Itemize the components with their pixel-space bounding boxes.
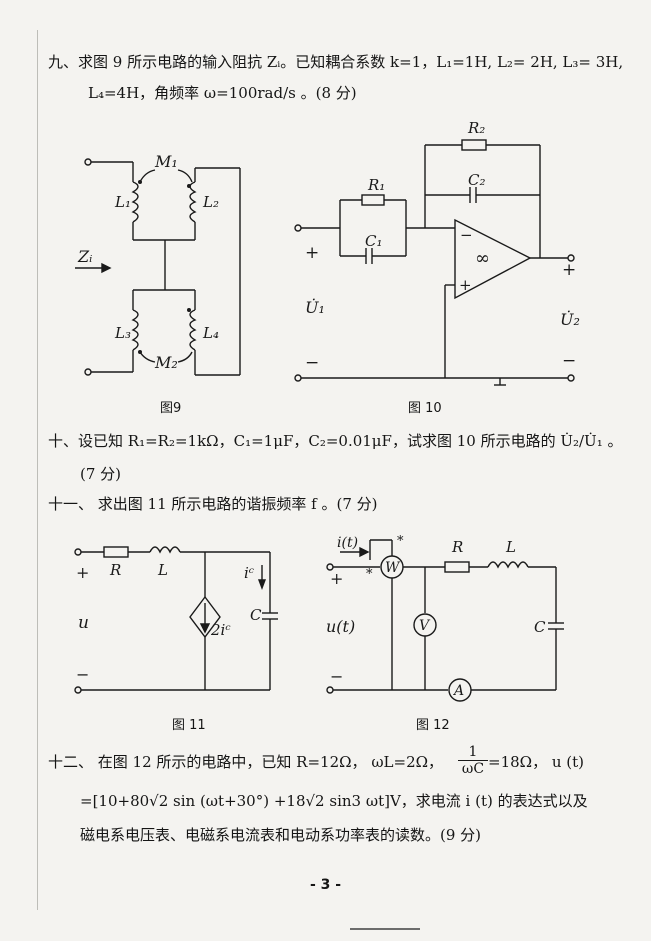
page-number: - 3 - xyxy=(309,877,342,893)
fig12-star-1: * xyxy=(397,534,404,549)
fig11-l-label: L xyxy=(157,561,168,579)
r2-label: R₂ xyxy=(467,119,485,137)
fig9-caption: 图9 xyxy=(160,401,182,416)
fig10-plus-right: + xyxy=(562,260,576,280)
u2-label: U̇₂ xyxy=(560,310,580,329)
fig12-v-label: V xyxy=(419,618,431,634)
l2-label: L₂ xyxy=(202,193,219,211)
q10-line1: 十、设已知 R₁=R₂=1kΩ，C₁=1μF，C₂=0.01μF，试求图 10 … xyxy=(48,432,623,450)
q12-line1a: 十二、 在图 12 所示的电路中，已知 R=12Ω， ωL=2Ω， xyxy=(48,753,444,771)
fig10-caption: 图 10 xyxy=(408,401,442,416)
fig12-r-label: R xyxy=(451,538,463,556)
m1-label: M₁ xyxy=(154,152,178,171)
op-minus-label: − xyxy=(460,226,473,244)
r1-label: R₁ xyxy=(367,176,385,194)
q10-line2: (7 分) xyxy=(80,465,122,483)
fig11-caption: 图 11 xyxy=(172,718,206,733)
fig12-it-label: i(t) xyxy=(337,535,358,551)
l1-coil xyxy=(131,181,139,223)
op-inf-label: ∞ xyxy=(475,248,490,269)
fig12-c-label: C xyxy=(534,618,546,636)
fig12-terminal-bottom xyxy=(326,686,334,694)
c1-label: C₁ xyxy=(365,232,383,250)
fig12-r xyxy=(444,561,470,573)
fig12-l-label: L xyxy=(505,538,516,556)
m2-label: M₂ xyxy=(154,353,178,372)
fig11-plus: + xyxy=(76,563,89,582)
fig11-minus: − xyxy=(76,665,89,684)
fig12-a-label: A xyxy=(452,683,464,699)
fig12-ut-label: u(t) xyxy=(326,617,355,636)
l4-coil xyxy=(189,309,197,351)
l3-coil xyxy=(131,309,139,351)
fig11-r-label: R xyxy=(109,561,121,579)
q9-line2: L₄=4H，角频率 ω=100rad/s 。(8 分) xyxy=(88,84,357,102)
fig12-plus: + xyxy=(330,569,343,588)
fig12-minus: − xyxy=(330,667,343,686)
q12-fraction: 1 ωC xyxy=(458,744,488,777)
footer-mark xyxy=(350,928,420,936)
fig10-minus-left: − xyxy=(305,353,319,373)
q12-line1b: =18Ω， u (t) xyxy=(488,753,585,771)
m2-arrow-right xyxy=(177,351,193,363)
q12-frac-num: 1 xyxy=(468,744,478,760)
l1-label: L₁ xyxy=(114,193,131,211)
fig10-plus-left: + xyxy=(305,243,319,263)
fig10-minus-right: − xyxy=(562,351,576,371)
op-plus-label: + xyxy=(459,276,472,294)
fig12-star-2: * xyxy=(366,567,373,582)
fig11-source-label: 2iᶜ xyxy=(210,621,231,639)
fig12-caption: 图 12 xyxy=(416,718,450,733)
q11-line1: 十一、 求出图 11 所示电路的谐振频率 f 。(7 分) xyxy=(48,495,378,513)
fig11-ic-label: iᶜ xyxy=(244,564,254,582)
page-edge xyxy=(37,30,628,910)
l3-label: L₃ xyxy=(114,324,131,342)
l2-coil xyxy=(189,181,197,223)
op-amp xyxy=(454,218,532,300)
u1-label: U̇₁ xyxy=(305,298,325,317)
l4-label: L₄ xyxy=(202,324,219,342)
q12-line2: =[10+80√2 sin (ωt+30°) +18√2 sin3 ωt]V，求… xyxy=(80,792,588,810)
c2-label: C₂ xyxy=(468,171,486,189)
zi-arrow-head xyxy=(101,262,112,274)
m1-arrow-right xyxy=(177,169,193,183)
zi-label: Zᵢ xyxy=(77,247,92,266)
q9-line1: 九、求图 9 所示电路的输入阻抗 Zᵢ。已知耦合系数 k=1，L₁=1H, L₂… xyxy=(48,53,624,71)
fig11-l xyxy=(149,546,181,554)
fig10-out-terminal-bottom xyxy=(567,374,575,382)
q12-line3: 磁电系电压表、电磁系电流表和电动系功率表的读数。(9 分) xyxy=(80,826,482,844)
fig12-w-label: W xyxy=(385,560,401,576)
fig11-u-label: u xyxy=(78,613,89,633)
q12-frac-den: ωC xyxy=(458,760,488,777)
fig12-l xyxy=(487,561,529,569)
fig10-out-terminal xyxy=(567,254,575,262)
fig11-c-label: C xyxy=(250,606,262,624)
